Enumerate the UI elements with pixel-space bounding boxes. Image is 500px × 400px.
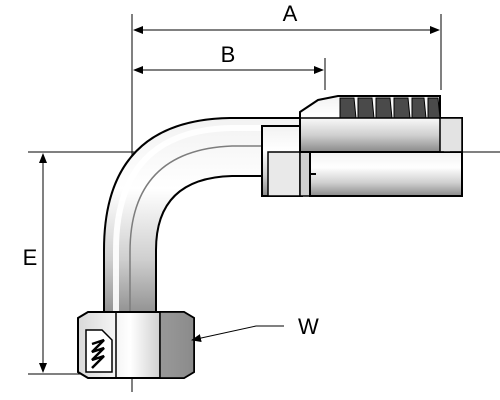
ferrule-collar-lower [267,151,301,197]
tube-highlight [113,125,300,318]
nut-thread-cutaway [85,329,113,373]
barb-5 [411,97,427,119]
socket-body [309,151,463,197]
dimension-b: B [133,42,326,90]
dimension-label-a: A [283,1,298,26]
collar-step [299,151,311,197]
dimension-label-e: E [23,245,38,270]
stem-taper [299,99,319,118]
barb-2 [357,97,375,119]
barb-1 [339,97,357,119]
cutaway-area [85,329,113,373]
barb-4 [393,97,411,119]
elbow-fitting [77,95,463,379]
thread-teeth [91,338,105,369]
callout-label-w: W [298,314,319,339]
elbow-tube [103,117,301,321]
barb-3 [375,97,393,119]
stem-barbs [339,97,441,119]
dimension-label-b: B [221,42,236,67]
tube-inner-line [129,145,300,318]
callout-w: W [191,314,319,342]
nut-shadow-face [159,311,195,379]
leader-line-w [191,325,257,342]
barb-6 [427,97,441,119]
stem-end [439,117,463,153]
